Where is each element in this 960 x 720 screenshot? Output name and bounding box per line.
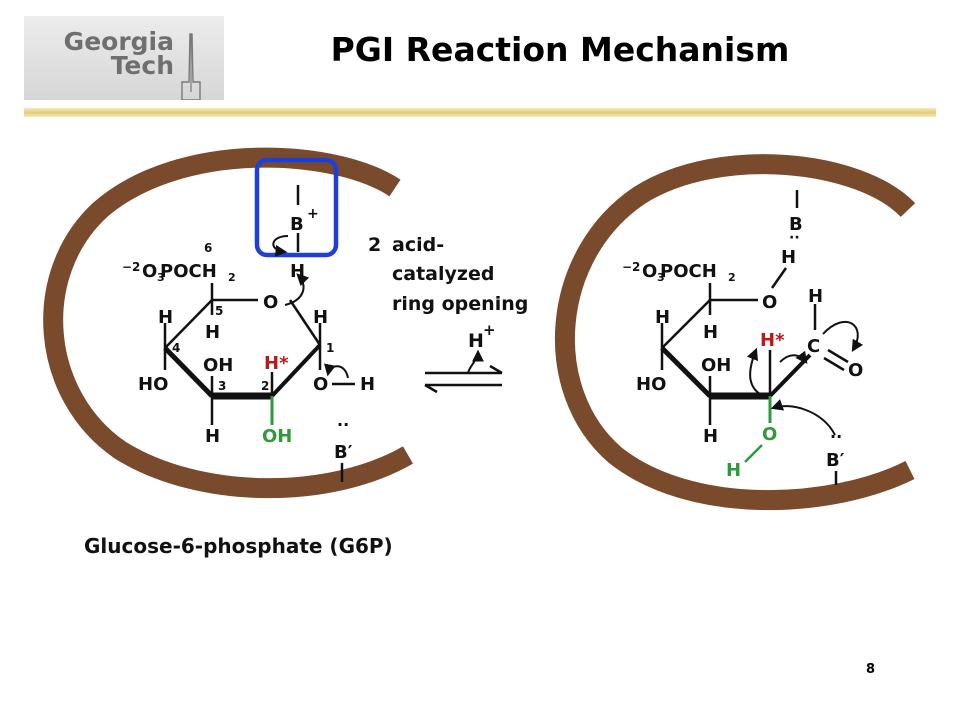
right-lone-pair: ·· [830, 427, 842, 446]
right-c3-h-down: H [703, 426, 718, 447]
step-line-2: catalyzed [392, 263, 494, 285]
left-c1-oxygen: O [313, 374, 328, 395]
reaction-mechanism-diagram: B + H −2 O 3 POCH 2 6 O H 5 H [43, 147, 916, 511]
slide-title: PGI Reaction Mechanism [330, 30, 790, 69]
left-base-h: H [290, 261, 305, 282]
right-phosphate-sub: 3 [657, 271, 665, 284]
right-base-bottom: B′ [826, 450, 845, 471]
right-c1-oxygen: O [848, 360, 863, 381]
proton-charge: + [483, 321, 496, 339]
proton-label: H [468, 330, 484, 352]
left-c2-oh: OH [262, 426, 292, 447]
right-c1-h: H [808, 286, 823, 307]
left-phosphate-o: O [142, 261, 157, 282]
left-base-top-charge: + [307, 206, 319, 222]
left-base-top: B [290, 214, 304, 235]
logo-line-1: Georgia [63, 27, 174, 56]
left-ring-oxygen: O [263, 292, 278, 313]
left-c3-number: 3 [218, 379, 226, 393]
left-phosphate-sub2: 2 [228, 271, 236, 284]
left-c4-h: H [158, 307, 173, 328]
tower-spire-icon [181, 33, 201, 100]
left-phosphate-rest: POCH [160, 261, 217, 282]
enzyme-pocket-right [555, 154, 916, 511]
left-base-bottom: B′ [334, 442, 353, 463]
right-c4-ho: HO [636, 374, 666, 395]
left-c1-h: H [313, 307, 328, 328]
right-c2-h-star: H* [760, 330, 785, 351]
right-ring-oxygen: O [762, 292, 777, 313]
right-c1-carbon: C [807, 336, 820, 357]
right-o2-h: H [726, 460, 741, 481]
step-line-3: ring opening [392, 293, 528, 315]
step-description: 2 acid- catalyzed ring opening H + [368, 234, 528, 352]
step-number: 2 [368, 234, 381, 256]
title-divider [24, 108, 936, 117]
left-lone-pair: ·· [337, 415, 349, 434]
right-c2-oxygen: O [762, 424, 777, 445]
left-c2-number: 2 [261, 379, 269, 393]
glucose-6-phosphate-ring: B + H −2 O 3 POCH 2 6 O H 5 H [122, 157, 375, 482]
left-c4-ho: HO [138, 374, 168, 395]
right-phosphate-charge: −2 [622, 260, 640, 274]
right-base-h: H [781, 247, 796, 268]
left-c5-number: 5 [215, 304, 223, 318]
step-line-1: acid- [392, 234, 444, 256]
molecule-caption: Glucose-6-phosphate (G6P) [84, 534, 393, 558]
left-o1-h: H [360, 374, 375, 395]
left-c3-oh: OH [203, 355, 233, 376]
right-phosphate-rest: POCH [660, 261, 717, 282]
acid-base-highlight-box [254, 157, 339, 258]
left-phosphate-charge: −2 [122, 260, 140, 274]
left-phosphate-sub: 3 [157, 271, 165, 284]
right-phosphate-sub2: 2 [728, 271, 736, 284]
right-c5-h: H [703, 322, 718, 343]
left-c1-number: 1 [326, 341, 334, 355]
left-c3-h-down: H [205, 426, 220, 447]
enzyme-pocket-left [43, 147, 413, 499]
right-phosphate-o: O [642, 261, 657, 282]
right-c3-oh: OH [701, 355, 731, 376]
open-chain-intermediate: B ·· H −2 O 3 POCH 2 O H H OH H* HO H C … [622, 190, 863, 485]
left-c2-h-star: H* [264, 353, 289, 374]
page-number: 8 [866, 662, 876, 677]
right-base-top-lone-pair: ·· [789, 230, 800, 246]
right-c4-h: H [655, 307, 670, 328]
georgia-tech-logo: Georgia Tech [24, 16, 224, 100]
left-c5-h: H [205, 322, 220, 343]
equilibrium-arrows-icon [424, 349, 503, 394]
right-base-top: B [789, 214, 803, 235]
left-c4-number: 4 [172, 341, 180, 355]
left-c6-number: 6 [204, 241, 212, 255]
logo-line-2: Tech [110, 51, 174, 80]
logo-wordmark: Georgia Tech [54, 27, 174, 80]
